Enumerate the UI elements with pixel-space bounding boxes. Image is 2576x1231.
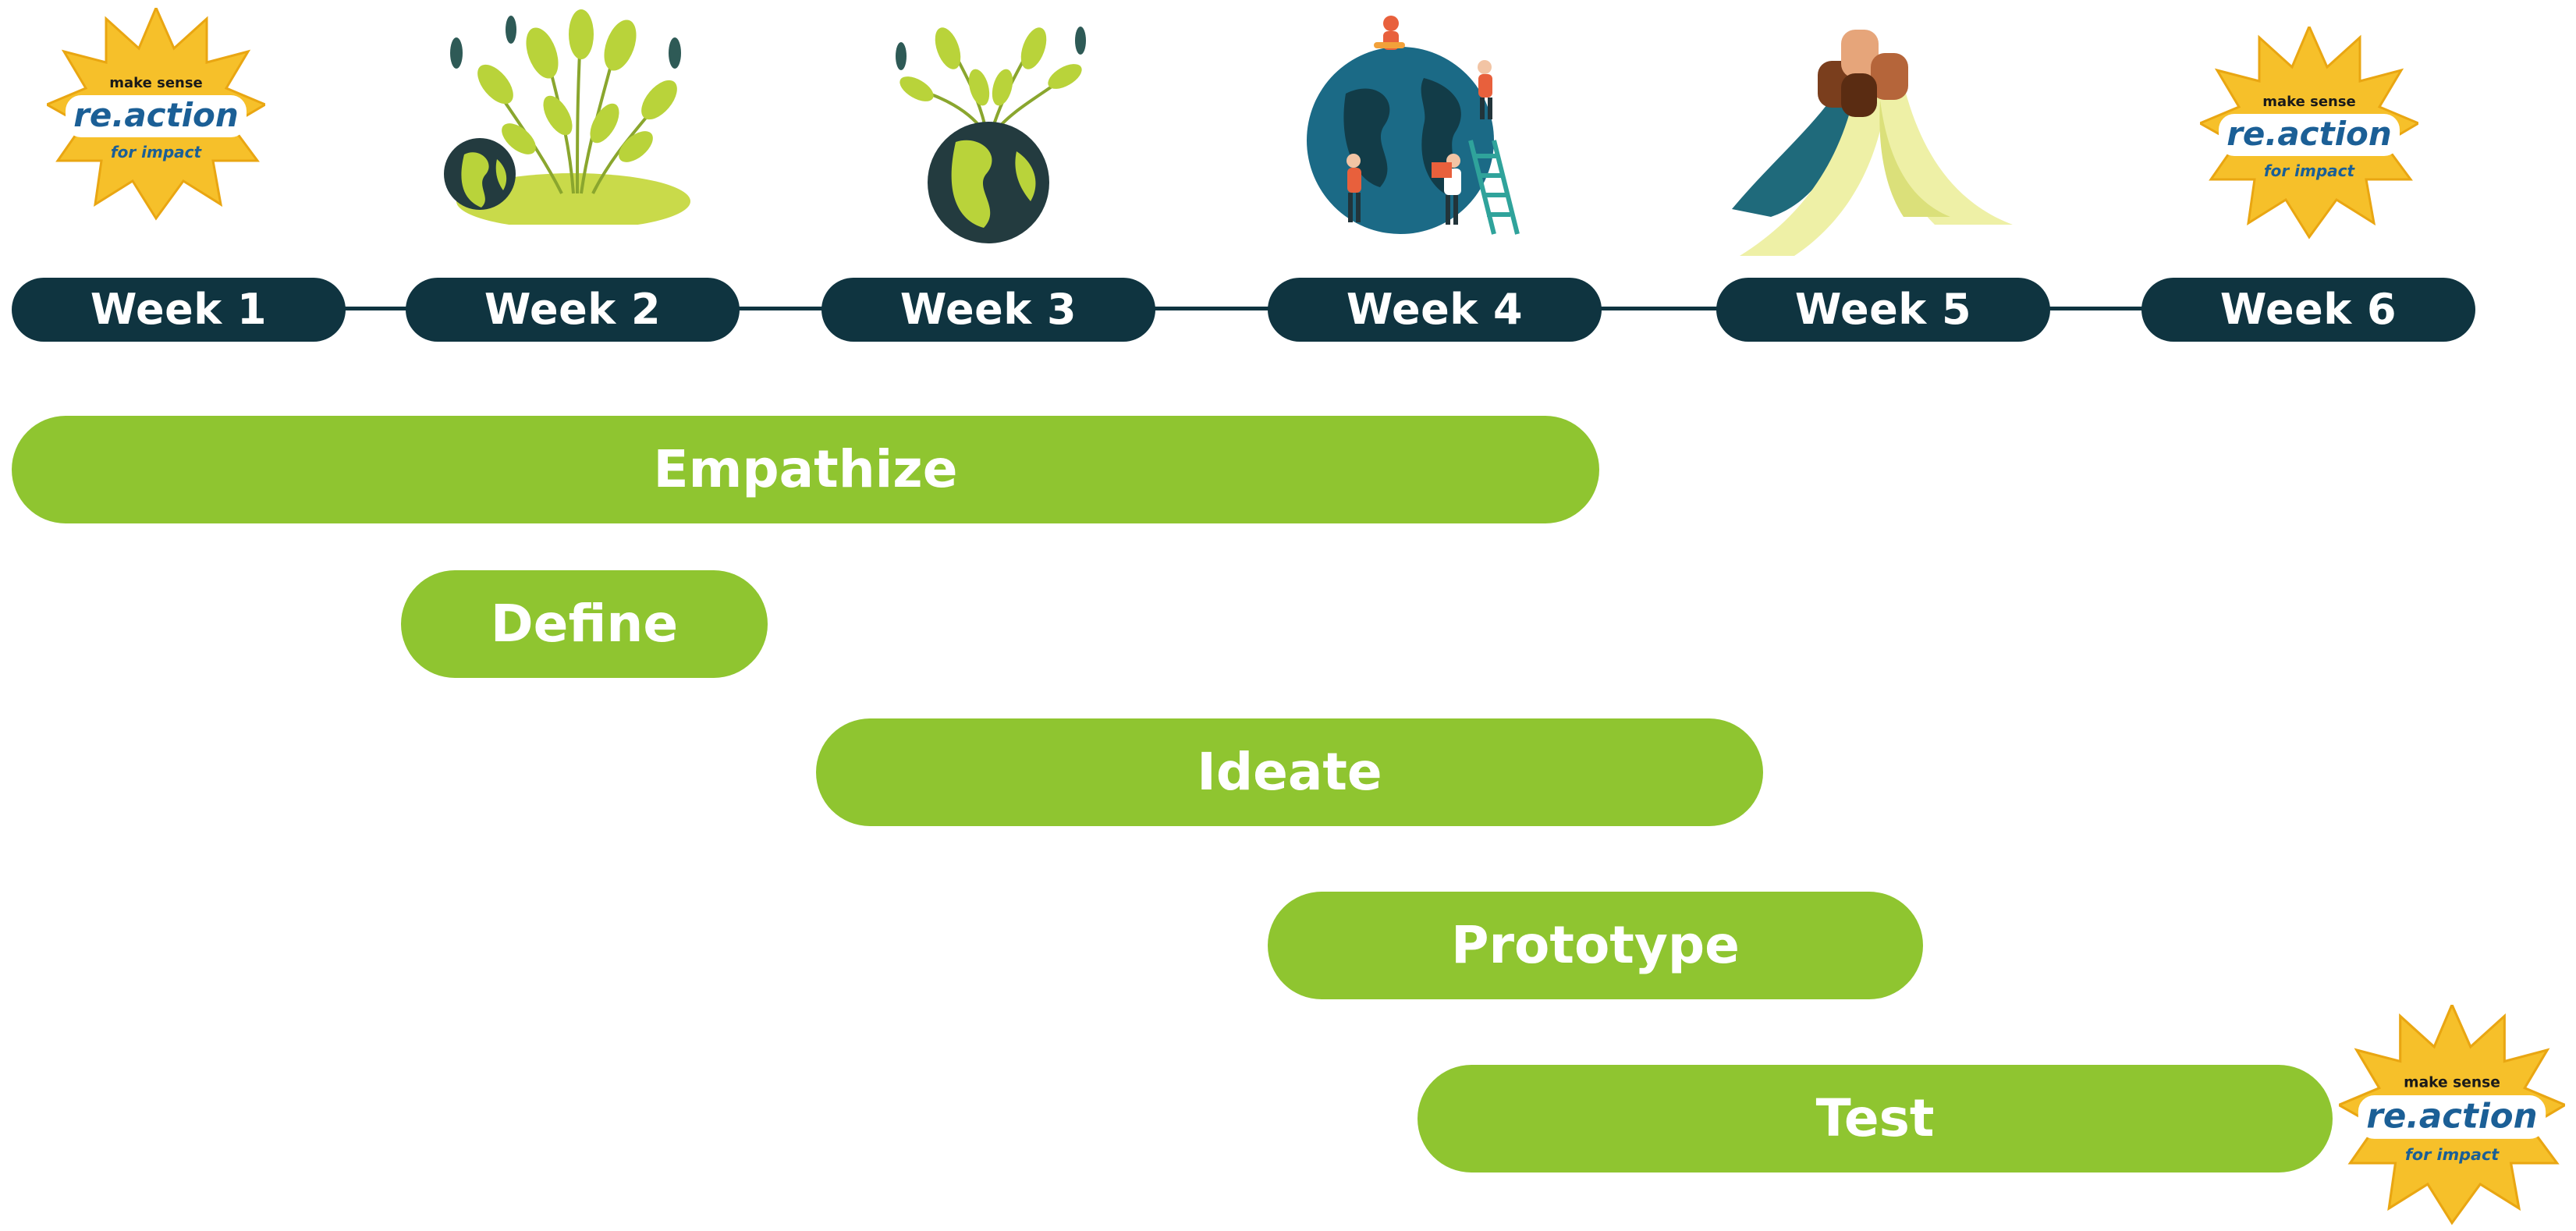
logo-line2: re.action xyxy=(73,96,239,134)
logo-line3: for impact xyxy=(2405,1145,2500,1164)
reaction-logo-week6: make sense re.action for impact xyxy=(2200,27,2418,245)
logo-line1: make sense xyxy=(2404,1075,2500,1091)
starburst-icon: make sense re.action for impact xyxy=(47,8,265,221)
earth-sprout-icon xyxy=(896,27,1086,243)
week-3-label: Week 3 xyxy=(821,278,1155,342)
week-4-label: Week 4 xyxy=(1268,278,1602,342)
phase-ideate: Ideate xyxy=(816,718,1763,826)
week-1-label: Week 1 xyxy=(12,278,346,342)
logo-line3: for impact xyxy=(111,143,203,161)
phase-define: Define xyxy=(401,570,768,678)
earth-sprouting-illustration xyxy=(885,17,1088,243)
phase-prototype: Prototype xyxy=(1268,892,1923,999)
reaction-logo-week1: make sense re.action for impact xyxy=(47,8,265,226)
globe-people-icon xyxy=(1307,16,1520,235)
logo-line1: make sense xyxy=(2262,94,2356,110)
week-2-label: Week 2 xyxy=(406,278,740,342)
logo-line3: for impact xyxy=(2264,161,2356,180)
timeline-connector xyxy=(1599,307,1718,310)
logo-line2: re.action xyxy=(2227,115,2392,153)
raised-fists-illustration xyxy=(1724,22,2013,256)
logo-line1: make sense xyxy=(109,75,203,91)
week-6-label: Week 6 xyxy=(2141,278,2475,342)
timeline-connector xyxy=(343,307,407,310)
raised-fists-icon xyxy=(1732,30,2013,256)
timeline-connector xyxy=(738,307,824,310)
timeline-connector xyxy=(2049,307,2144,310)
week-5-label: Week 5 xyxy=(1716,278,2050,342)
starburst-icon: make sense re.action for impact xyxy=(2339,1005,2565,1226)
logo-line2: re.action xyxy=(2366,1097,2537,1136)
phase-empathize: Empathize xyxy=(12,416,1599,523)
phase-test: Test xyxy=(1418,1065,2333,1172)
plants-earth-illustration xyxy=(425,6,690,225)
plants-earth-icon xyxy=(444,9,690,225)
starburst-icon: make sense re.action for impact xyxy=(2200,27,2418,239)
people-on-globe-illustration xyxy=(1299,8,1533,242)
reaction-logo-bottom: make sense re.action for impact xyxy=(2339,1005,2565,1231)
timeline-connector xyxy=(1153,307,1270,310)
